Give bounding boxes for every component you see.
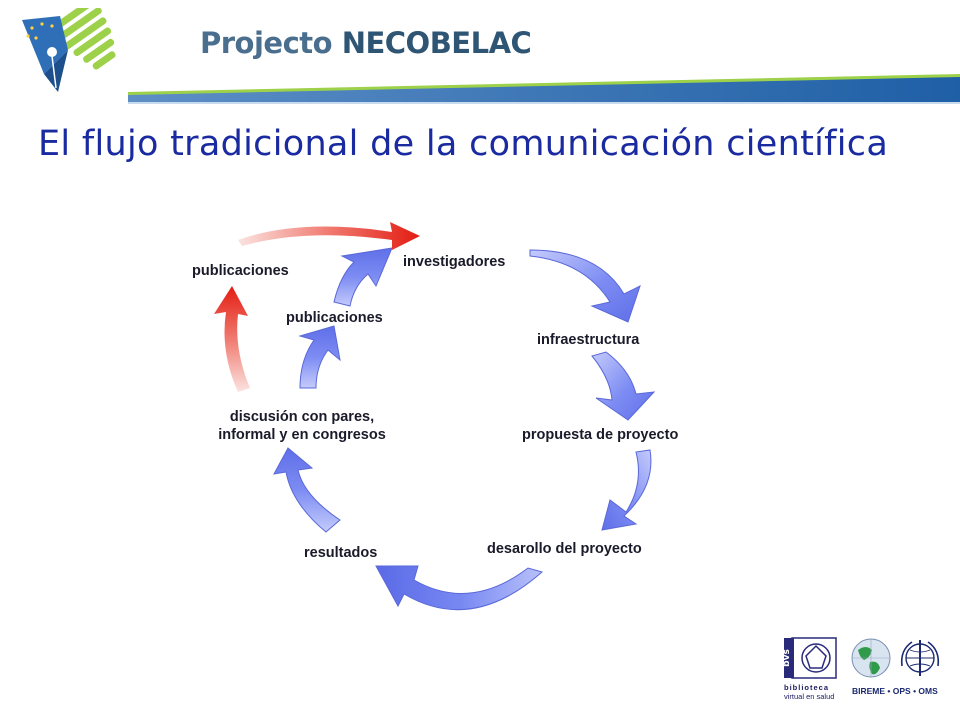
slide-title: El flujo tradicional de la comunicación … xyxy=(38,124,889,164)
bvs-line1: biblioteca xyxy=(784,683,830,692)
footer-logos: bvs biblioteca virtual en salud BIREME •… xyxy=(780,636,956,716)
bireme-label: BIREME • OPS • OMS xyxy=(852,686,938,696)
cycle-arrow-publicaciones-investigadores xyxy=(333,247,393,307)
node-discusion-line2: informal y en congresos xyxy=(218,427,386,443)
cycle-arrow-resultados-discusion xyxy=(273,447,341,533)
bvs-logo-icon: bvs xyxy=(784,636,838,682)
brand-title-part1: Projecto xyxy=(200,26,333,60)
cycle-arrow-infraestructura-propuesta xyxy=(591,351,656,421)
cycle-arrow-desarollo-resultados xyxy=(375,565,544,611)
brand-title-part2: NECOBELAC xyxy=(341,26,532,60)
brand-title: Projecto NECOBELAC xyxy=(200,26,532,60)
outer-arrow-discusion-publicaciones xyxy=(214,286,250,392)
node-propuesta-de-proyecto: propuesta de proyecto xyxy=(522,427,679,443)
node-discusion: discusión con pares, informal y en congr… xyxy=(204,408,400,444)
node-resultados: resultados xyxy=(304,545,378,561)
bvs-line2: virtual en salud xyxy=(784,692,835,701)
node-infraestructura: infraestructura xyxy=(537,332,640,348)
node-discusion-line1: discusión con pares, xyxy=(229,409,375,425)
cycle-arrow-propuesta-desarollo xyxy=(601,449,652,531)
outer-arrow-publicaciones-investigadores xyxy=(238,222,420,250)
cycle-arrow-discusion-publicaciones xyxy=(298,325,341,389)
node-publicaciones-outer: publicaciones xyxy=(192,263,289,279)
node-investigadores: investigadores xyxy=(403,254,506,270)
necobelac-logo-icon xyxy=(22,8,116,92)
oms-emblem-icon xyxy=(900,640,940,676)
cycle-arrow-investigadores-infraestructura xyxy=(529,249,641,323)
node-desarollo-del-proyecto: desarollo del proyecto xyxy=(487,541,642,557)
header-band xyxy=(128,74,960,104)
bireme-globe-icon xyxy=(851,638,891,678)
bvs-mark: bvs xyxy=(784,649,792,667)
node-publicaciones-inner: publicaciones xyxy=(286,310,383,326)
